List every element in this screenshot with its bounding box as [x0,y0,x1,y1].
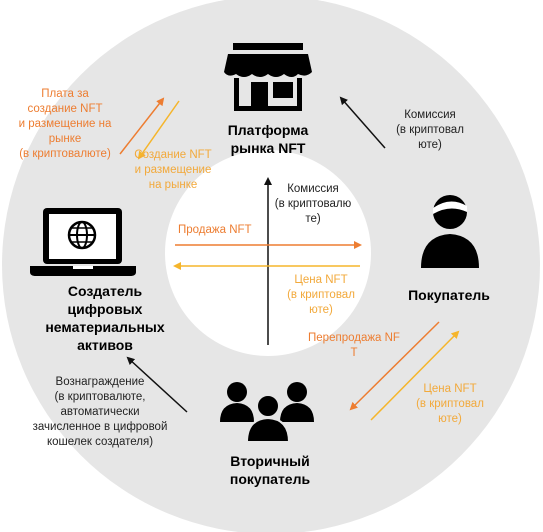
arrow-reward [126,356,188,413]
arrow-create-list [137,100,180,160]
arrow-price-outer [370,330,460,421]
arrow-creation-fee [119,97,165,155]
sale-nft-label: Продажа NFT [178,224,252,236]
arrow-commission-outer [339,96,386,149]
arrow-resale [349,321,440,411]
person-icon [421,195,479,268]
creation-fee-label: Плата за создание NFT и размещение на ры… [18,88,112,160]
laptop-globe-icon [30,208,136,276]
price-inner-label: Цена NFT (в криптовал юте) [287,274,355,316]
commission-outer-label: Комиссия (в криптовал юте) [396,109,464,151]
resale-nft-label: Перепродажа NF T [308,332,400,359]
reward-label: Вознаграждение (в криптовалюте, автомати… [32,376,168,448]
buyer-label: Покупатель [408,287,490,303]
price-outer-label: Цена NFT (в криптовал юте) [416,383,484,425]
platform-label: Платформа рынка NFT [227,122,309,156]
secondary-buyer-label: Вторичный покупатель [229,453,311,487]
storefront-icon [224,43,312,111]
group-icon [220,382,314,443]
commission-inner-label: Комиссия (в криптовалю те) [274,183,352,225]
creator-label: Создатель цифровых нематериальных активо… [45,283,165,353]
create-list-label: Создание NFT и размещение на рынке [134,149,212,191]
